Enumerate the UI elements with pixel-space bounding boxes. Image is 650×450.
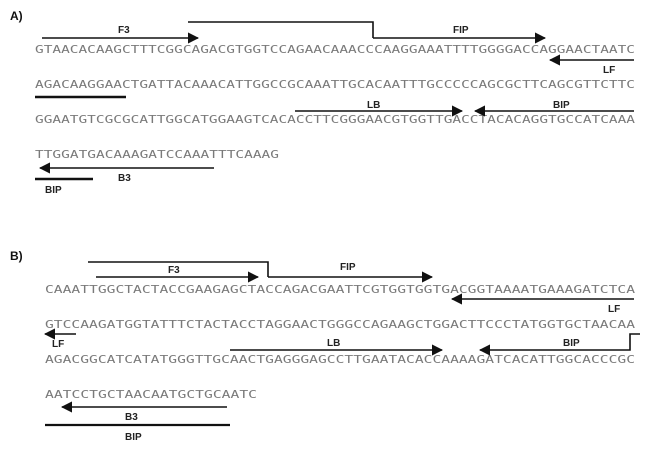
panel-a-sequence-line-1: GTAACACAAGCTTTCGGCAGACGTGGTCCAGAACAAACCC… [35, 44, 635, 56]
panel-a-b3-label: B3 [118, 173, 131, 184]
panel-b-f3-label: F3 [168, 265, 180, 276]
panel-b-bip-label: BIP [563, 338, 580, 349]
panel-b-sequence-line-1: CAAATTGGCTACTACCGAAGAGCTACCAGACGAATTCGTG… [45, 284, 636, 296]
panel-b-label: B) [10, 249, 23, 263]
panel-b-lb-label: LB [327, 338, 340, 349]
panel-b-b3-label: B3 [125, 412, 138, 423]
panel-a-bip-bar-label: BIP [45, 185, 62, 196]
panel-b-sequence-line-2: GTCCAAGATGGTATTTCTACTACCTAGGAACTGGGCCAGA… [45, 319, 636, 331]
panel-b-fip-bar [88, 261, 269, 277]
panel-a-f3-label: F3 [118, 25, 130, 36]
panel-b-fip-label: FIP [340, 262, 356, 273]
panel-b-bip-bar-label: BIP [125, 432, 142, 443]
panel-a-sequence-line-2: AGACAAGGAACTGATTACAAACATTGGCCGCAAATTGCAC… [35, 79, 635, 91]
panel-b-lf-label: LF [608, 304, 620, 315]
panel-b-lf-continued-label: LF [52, 339, 64, 350]
panel-b-sequence-line-4: AATCCTGCTAACAATGCTGCAATC [45, 389, 257, 401]
panel-b-bip-arrow [478, 333, 640, 356]
panel-a-lf-label: LF [603, 65, 615, 76]
panel-a-label: A) [10, 9, 23, 23]
panel-a-fip-label: FIP [453, 25, 469, 36]
panel-a-sequence-line-3: GGAATGTCGCGCATTGGCATGGAAGTCACACCTTCGGGAA… [35, 114, 636, 126]
panel-a-sequence-line-4: TTGGATGACAAAGATCCAAATTTCAAAG [35, 149, 279, 161]
panel-a-lb-label: LB [367, 100, 380, 111]
panel-a-bip-label: BIP [553, 100, 570, 111]
panel-b-sequence-line-3: AGACGGCATCATATGGGTTGCAACTGAGGGAGCCTTGAAT… [45, 354, 635, 366]
panel-a-fip-bar [188, 21, 374, 38]
